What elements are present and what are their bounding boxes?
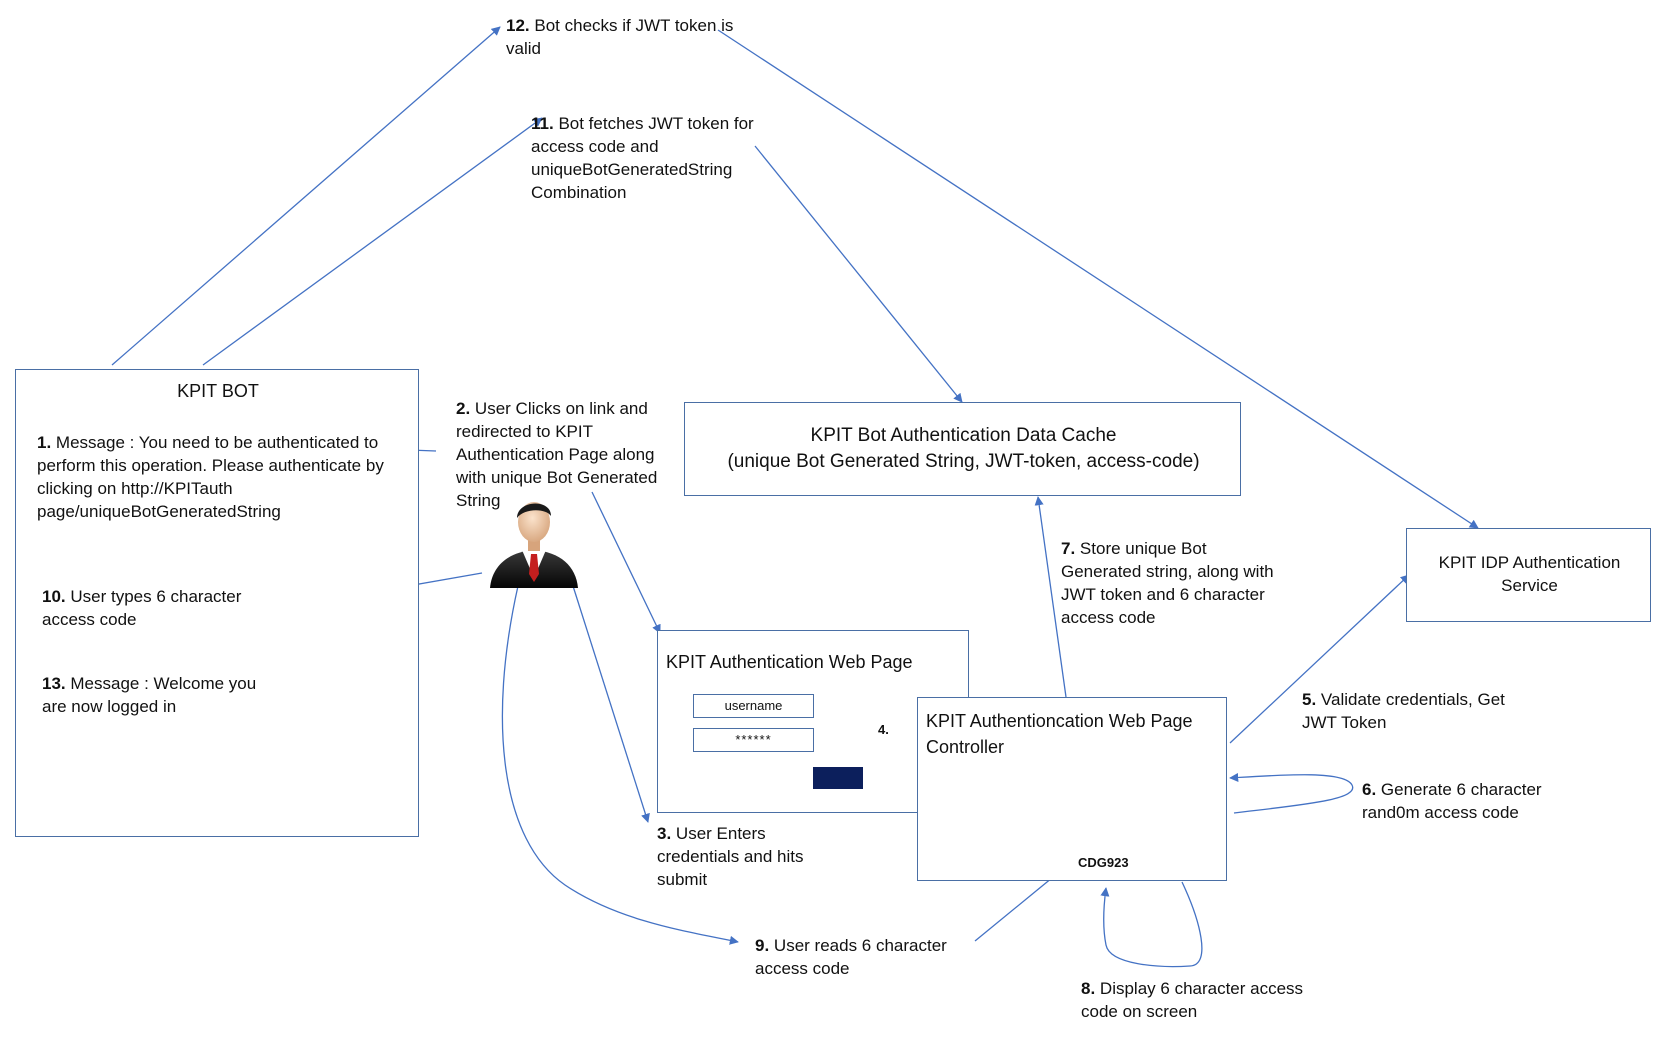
step10-text: User types 6 character access code: [42, 587, 242, 629]
controller-box: KPIT Authentioncation Web Page Controlle…: [917, 697, 1227, 881]
step10-number: 10.: [42, 587, 66, 606]
arrow-controller-to-idp: [1229, 574, 1410, 744]
arrow-bot-to-step12: [111, 26, 501, 366]
step7-label: 7. Store unique Bot Generated string, al…: [1061, 537, 1291, 629]
step9-label: 9. User reads 6 character access code: [755, 934, 965, 980]
arrow-step12-to-idp: [717, 29, 1479, 529]
step5-text: Validate credentials, Get JWT Token: [1302, 690, 1505, 732]
step1-number: 1.: [37, 433, 52, 452]
step2-label: 2. User Clicks on link and redirected to…: [456, 397, 676, 512]
arrow-user-to-step9: [501, 585, 739, 945]
step7-number: 7.: [1061, 539, 1076, 558]
step6-label: 6. Generate 6 character rand0m access co…: [1362, 778, 1562, 824]
access-code-display: CDG923: [1078, 855, 1129, 870]
step12-text: Bot checks if JWT token is valid: [506, 16, 734, 58]
idp-service-box: KPIT IDP Authentication Service: [1406, 528, 1651, 622]
kpit-bot-box: KPIT BOT 1. Message : You need to be aut…: [15, 369, 419, 837]
web-page-title: KPIT Authentication Web Page: [666, 652, 913, 672]
step13-label: 13. Message : Welcome you are now logged…: [42, 672, 267, 718]
step10-label: 10. User types 6 character access code: [42, 585, 262, 631]
kpit-bot-title: KPIT BOT: [177, 381, 259, 401]
step4-number: 4.: [878, 722, 889, 737]
data-cache-box: KPIT Bot Authentication Data Cache (uniq…: [684, 402, 1241, 496]
user-icon: [484, 490, 584, 590]
step1-text: Message : You need to be authenticated t…: [37, 433, 384, 521]
arrow-step2-to-webpage: [591, 491, 661, 634]
step5-label: 5. Validate credentials, Get JWT Token: [1302, 688, 1527, 734]
step2-number: 2.: [456, 399, 471, 418]
data-cache-fields: (unique Bot Generated String, JWT-token,…: [727, 451, 1200, 472]
step2-text: User Clicks on link and redirected to KP…: [456, 399, 658, 510]
step9-number: 9.: [755, 936, 770, 955]
data-cache-title: KPIT Bot Authentication Data Cache: [810, 425, 1117, 446]
step3-label: 3. User Enters credentials and hits subm…: [657, 822, 837, 891]
step8-number: 8.: [1081, 979, 1096, 998]
step8-label: 8. Display 6 character access code on sc…: [1081, 977, 1321, 1023]
arrow-bot-to-step11: [202, 117, 543, 366]
step3-number: 3.: [657, 824, 672, 843]
step13-number: 13.: [42, 674, 66, 693]
step6-text: Generate 6 character rand0m access code: [1362, 780, 1542, 822]
submit-button[interactable]: [813, 767, 863, 789]
step1-label: 1. Message : You need to be authenticate…: [37, 431, 402, 523]
idp-service-title: KPIT IDP Authentication Service: [1438, 553, 1621, 595]
step11-number: 11.: [531, 114, 554, 133]
step9-text: User reads 6 character access code: [755, 936, 947, 978]
step12-number: 12.: [506, 16, 530, 35]
step12-label: 12. Bot checks if JWT token is valid: [506, 14, 746, 60]
step5-number: 5.: [1302, 690, 1317, 709]
step4-label: 4.: [878, 722, 889, 738]
arrow-user-to-step3: [572, 585, 650, 823]
step3-text: User Enters credentials and hits submit: [657, 824, 804, 889]
password-field[interactable]: ******: [693, 728, 814, 752]
step7-text: Store unique Bot Generated string, along…: [1061, 539, 1274, 627]
step6-number: 6.: [1362, 780, 1377, 799]
step13-text: Message : Welcome you are now logged in: [42, 674, 257, 716]
step11-label: 11. Bot fetches JWT token for access cod…: [531, 112, 771, 204]
step11-text: Bot fetches JWT token for access code an…: [531, 114, 754, 202]
arrow-controller-to-cache: [1034, 496, 1067, 698]
controller-title: KPIT Authentioncation Web Page Controlle…: [926, 711, 1193, 757]
arrow-step8-loop: [1100, 881, 1203, 968]
arrow-step11-to-cache: [754, 145, 963, 403]
step8-text: Display 6 character access code on scree…: [1081, 979, 1304, 1021]
arrow-step6-loop: [1229, 772, 1354, 814]
username-field[interactable]: username: [693, 694, 814, 718]
